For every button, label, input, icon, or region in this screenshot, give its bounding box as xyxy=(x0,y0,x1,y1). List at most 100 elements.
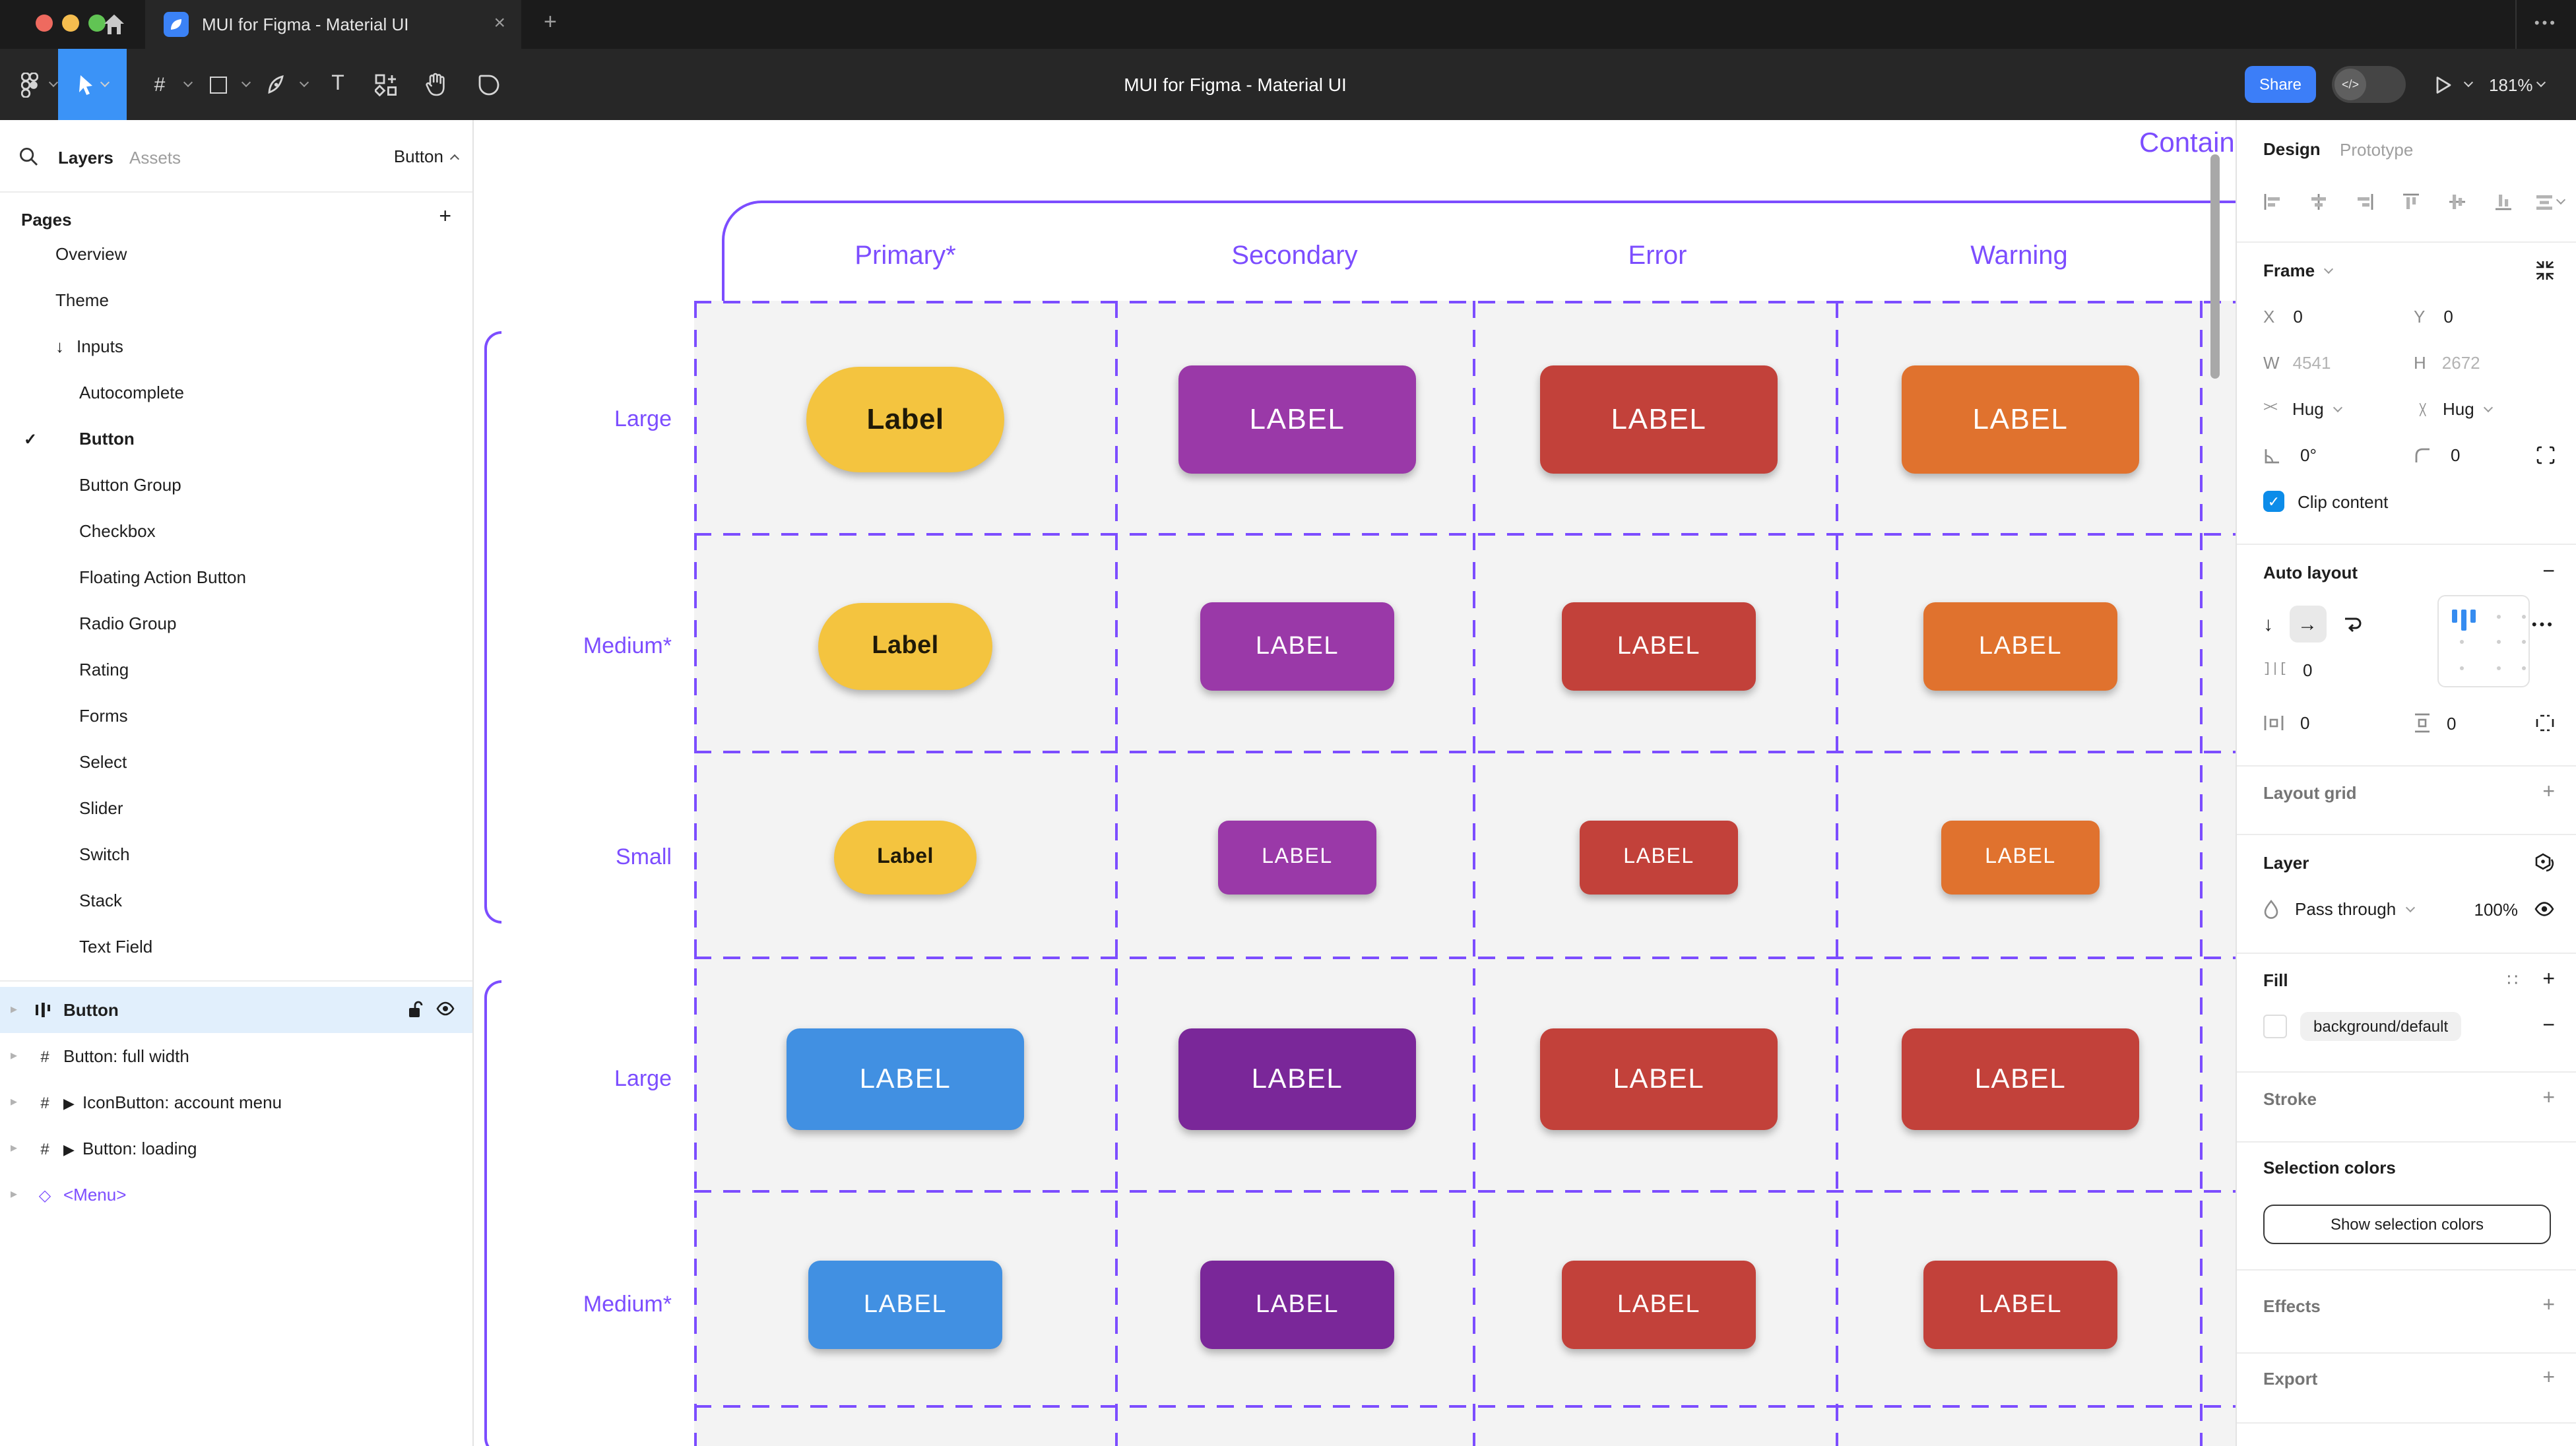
page-item-button-group[interactable]: Button Group xyxy=(79,475,181,495)
page-item-forms[interactable]: Forms xyxy=(79,706,128,726)
frame-tool-chevron-icon[interactable] xyxy=(177,49,193,120)
align-right-icon[interactable] xyxy=(2356,193,2374,211)
page-selector[interactable]: Button xyxy=(394,146,460,166)
canvas-button[interactable]: Label xyxy=(834,821,977,895)
canvas-button[interactable]: LABEL xyxy=(1562,1261,1756,1349)
canvas-button[interactable]: LABEL xyxy=(1562,602,1756,691)
page-item-stack[interactable]: Stack xyxy=(79,891,123,910)
canvas-button[interactable]: Label xyxy=(806,367,1004,472)
dev-mode-toggle[interactable]: </> xyxy=(2332,66,2406,103)
add-layout-grid-button[interactable]: + xyxy=(2542,781,2555,803)
wrap-icon[interactable] xyxy=(2342,615,2363,633)
fill-styles-icon[interactable]: ∷ xyxy=(2507,970,2518,990)
close-window-button[interactable] xyxy=(36,15,53,32)
auto-layout-more-icon[interactable]: ••• xyxy=(2531,617,2555,633)
page-item-radio-group[interactable]: Radio Group xyxy=(79,613,177,633)
canvas-button[interactable]: LABEL xyxy=(1540,1028,1778,1130)
frame-section-heading[interactable]: Frame xyxy=(2263,261,2334,280)
add-effect-button[interactable]: + xyxy=(2542,1294,2555,1317)
blend-mode-dropdown[interactable]: Pass through xyxy=(2263,899,2415,919)
page-item-rating[interactable]: Rating xyxy=(79,660,129,679)
canvas-scrollbar[interactable] xyxy=(2210,154,2220,379)
rotation-field[interactable]: 0° xyxy=(2263,445,2317,465)
add-export-button[interactable]: + xyxy=(2542,1367,2555,1389)
search-icon[interactable] xyxy=(18,146,38,166)
page-item-floating-action-button[interactable]: Floating Action Button xyxy=(79,567,246,587)
share-button[interactable]: Share xyxy=(2245,66,2316,103)
page-item-text-field[interactable]: Text Field xyxy=(79,937,153,957)
layer-visibility-eye-icon[interactable] xyxy=(2534,900,2555,918)
fill-style-chip[interactable]: background/default xyxy=(2300,1012,2462,1041)
tab-design[interactable]: Design xyxy=(2263,139,2321,159)
horizontal-padding-field[interactable]: 0 xyxy=(2263,713,2309,733)
canvas[interactable]: Contained Primary* Secondary Error Warni… xyxy=(474,120,2236,1446)
fill-style-row[interactable]: background/default xyxy=(2263,1012,2462,1041)
tab-prototype[interactable]: Prototype xyxy=(2340,140,2414,160)
align-left-icon[interactable] xyxy=(2263,193,2282,211)
show-selection-colors-button[interactable]: Show selection colors xyxy=(2263,1205,2551,1244)
layer-item-button-full-width[interactable]: ▸ # Button: full width xyxy=(11,1046,189,1066)
shrink-to-fit-icon[interactable] xyxy=(2535,261,2555,280)
canvas-button[interactable]: LABEL xyxy=(787,1028,1024,1130)
independent-padding-icon[interactable] xyxy=(2535,714,2555,732)
independent-corners-icon[interactable] xyxy=(2536,446,2555,464)
page-item-inputs[interactable]: ↓ Inputs xyxy=(55,336,123,356)
add-page-button[interactable]: + xyxy=(439,206,451,228)
zoom-level-control[interactable]: 181% xyxy=(2489,49,2546,120)
canvas-button[interactable]: LABEL xyxy=(1178,365,1416,474)
visibility-eye-icon[interactable] xyxy=(435,1000,455,1017)
disclosure-icon[interactable]: ▸ xyxy=(11,1049,18,1063)
canvas-button[interactable]: LABEL xyxy=(1923,602,2117,691)
layer-item-menu-instance[interactable]: ▸ ◇ <Menu> xyxy=(11,1185,127,1205)
page-item-overview[interactable]: Overview xyxy=(55,244,127,264)
canvas-button[interactable]: LABEL xyxy=(808,1261,1002,1349)
main-menu-chevron-icon[interactable] xyxy=(42,49,58,120)
maximize-window-button[interactable] xyxy=(88,15,106,32)
add-stroke-button[interactable]: + xyxy=(2542,1087,2555,1110)
align-top-icon[interactable] xyxy=(2402,193,2420,211)
frame-tool-icon[interactable]: # xyxy=(154,73,166,96)
window-more-icon[interactable]: ••• xyxy=(2534,16,2558,32)
add-fill-button[interactable]: + xyxy=(2542,968,2555,991)
minimize-window-button[interactable] xyxy=(62,15,79,32)
main-menu-figma-icon[interactable] xyxy=(11,49,48,120)
align-bottom-icon[interactable] xyxy=(2494,193,2513,211)
align-horizontal-center-icon[interactable] xyxy=(2309,193,2328,211)
canvas-button[interactable]: LABEL xyxy=(1178,1028,1416,1130)
page-item-slider[interactable]: Slider xyxy=(79,798,123,818)
tab-assets[interactable]: Assets xyxy=(129,148,181,168)
canvas-button[interactable]: LABEL xyxy=(1902,1028,2139,1130)
close-tab-icon[interactable]: × xyxy=(494,12,505,34)
blend-mode-icon[interactable] xyxy=(2534,852,2555,873)
layer-item-button-loading[interactable]: ▸ # ▶Button: loading xyxy=(11,1139,197,1158)
canvas-button[interactable]: LABEL xyxy=(1218,821,1376,895)
distribute-more-icon[interactable] xyxy=(2535,193,2566,211)
comment-tool-icon[interactable] xyxy=(470,49,507,120)
disclosure-icon[interactable]: ▸ xyxy=(11,1095,18,1110)
page-item-theme[interactable]: Theme xyxy=(55,290,109,310)
page-item-button[interactable]: ✓ Button xyxy=(24,429,135,449)
page-item-switch[interactable]: Switch xyxy=(79,844,130,864)
canvas-button[interactable]: LABEL xyxy=(1200,1261,1394,1349)
layer-item-iconbutton-account-menu[interactable]: ▸ # ▶IconButton: account menu xyxy=(11,1092,282,1112)
text-tool-icon[interactable]: T xyxy=(331,73,344,95)
direction-horizontal-icon-selected[interactable]: → xyxy=(2289,606,2326,643)
home-icon[interactable] xyxy=(103,13,125,36)
move-tool-button[interactable] xyxy=(58,49,127,120)
direction-vertical-icon[interactable]: ↓ xyxy=(2263,613,2273,635)
horizontal-resizing-dropdown[interactable]: >< Hug xyxy=(2263,399,2342,419)
new-tab-button[interactable]: + xyxy=(544,9,557,34)
hand-tool-icon[interactable] xyxy=(417,49,454,120)
layer-item-button[interactable]: ▸ Button xyxy=(0,987,472,1033)
canvas-button[interactable]: LABEL xyxy=(1580,821,1738,895)
pen-tool-chevron-icon[interactable] xyxy=(293,49,309,120)
canvas-button[interactable]: LABEL xyxy=(1200,602,1394,691)
disclosure-icon[interactable]: ▸ xyxy=(11,1003,18,1017)
shape-tool-chevron-icon[interactable] xyxy=(235,49,251,120)
page-item-checkbox[interactable]: Checkbox xyxy=(79,521,156,541)
pen-tool-icon[interactable] xyxy=(259,49,293,120)
